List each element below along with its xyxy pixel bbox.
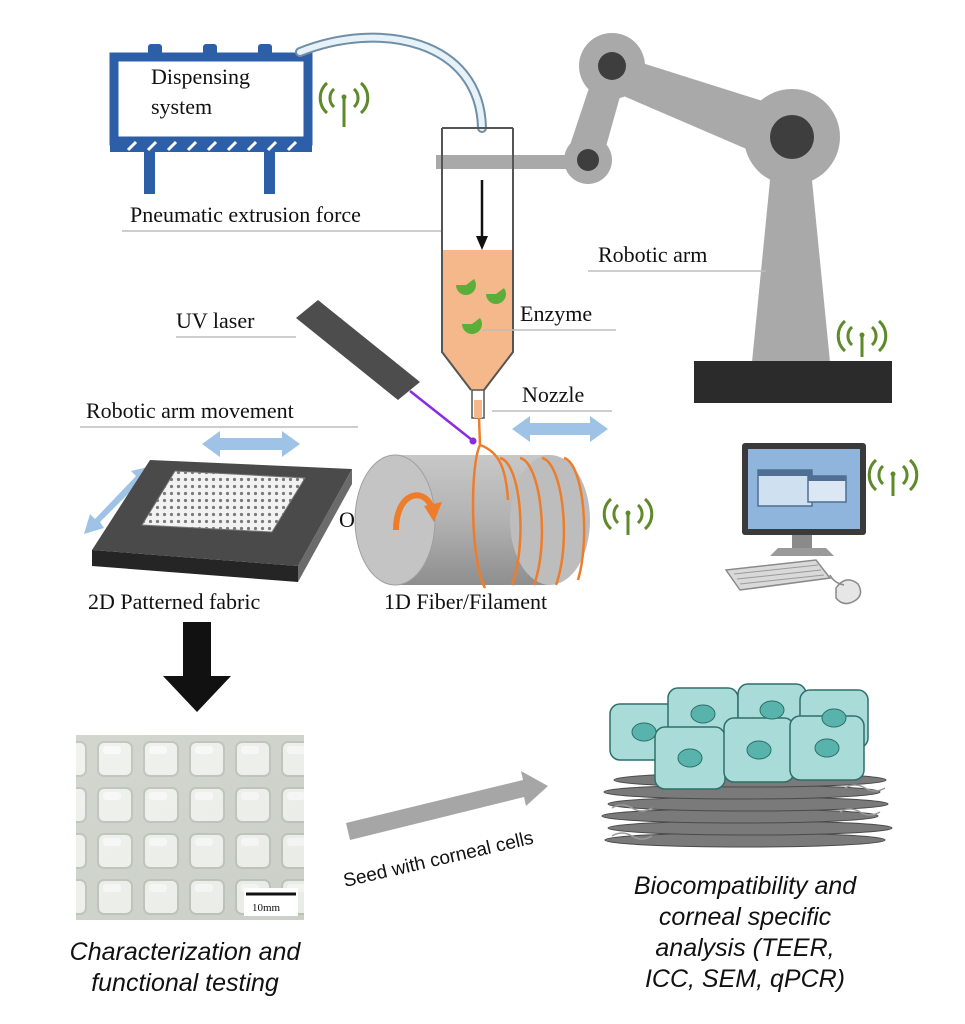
arm-movement-label: Robotic arm movement — [86, 398, 294, 423]
air-tube — [295, 32, 487, 133]
down-arrow — [163, 622, 231, 712]
biocompatibility-caption-line3: analysis (TEER, — [655, 934, 835, 962]
dispensing-label-line2: system — [151, 94, 212, 119]
dispensing-system-icon — [109, 44, 313, 194]
fabric-x-arrow — [202, 431, 300, 457]
fabric-2d-label: 2D Patterned fabric — [88, 589, 260, 614]
wifi-icon — [867, 458, 919, 496]
fiber-1d-label: 1D Fiber/Filament — [384, 589, 547, 614]
seed-arrow — [346, 771, 548, 840]
cell-layer-icon — [601, 683, 893, 848]
robotic-arm-icon — [436, 33, 892, 403]
computer-icon — [724, 443, 866, 605]
biocompatibility-caption-line2: corneal specific — [658, 903, 832, 931]
seed-label: Seed with corneal cells — [341, 828, 535, 892]
wifi-icon — [602, 497, 654, 535]
biocompatibility-caption-line1: Biocompatibility and — [633, 872, 857, 900]
fabric-photo: 10mm — [76, 735, 304, 920]
robotic-arm-label: Robotic arm — [598, 242, 707, 267]
biocompatibility-caption: Biocompatibility and corneal specific an… — [580, 871, 910, 995]
uv-laser-label: UV laser — [176, 308, 255, 333]
scale-bar-label: 10mm — [252, 902, 281, 914]
characterization-caption: Characterization and functional testing — [40, 937, 330, 999]
wifi-icon — [318, 81, 370, 127]
enzyme-label: Enzyme — [520, 301, 592, 326]
patterned-fabric-icon — [92, 460, 352, 582]
fabric-y-arrow — [84, 466, 152, 534]
pneumatic-label: Pneumatic extrusion force — [130, 202, 361, 227]
uv-laser-icon — [296, 300, 477, 445]
nozzle-label: Nozzle — [522, 382, 584, 407]
characterization-caption-line1: Characterization and — [69, 938, 301, 966]
characterization-caption-line2: functional testing — [91, 969, 279, 997]
nozzle-move-arrow — [512, 416, 608, 442]
wifi-icon — [836, 319, 888, 357]
dispensing-label-line1: Dispensing — [151, 64, 250, 89]
syringe-icon — [441, 127, 514, 419]
biocompatibility-caption-line4: ICC, SEM, qPCR) — [644, 965, 846, 993]
rotating-mandrel-icon — [354, 417, 590, 589]
